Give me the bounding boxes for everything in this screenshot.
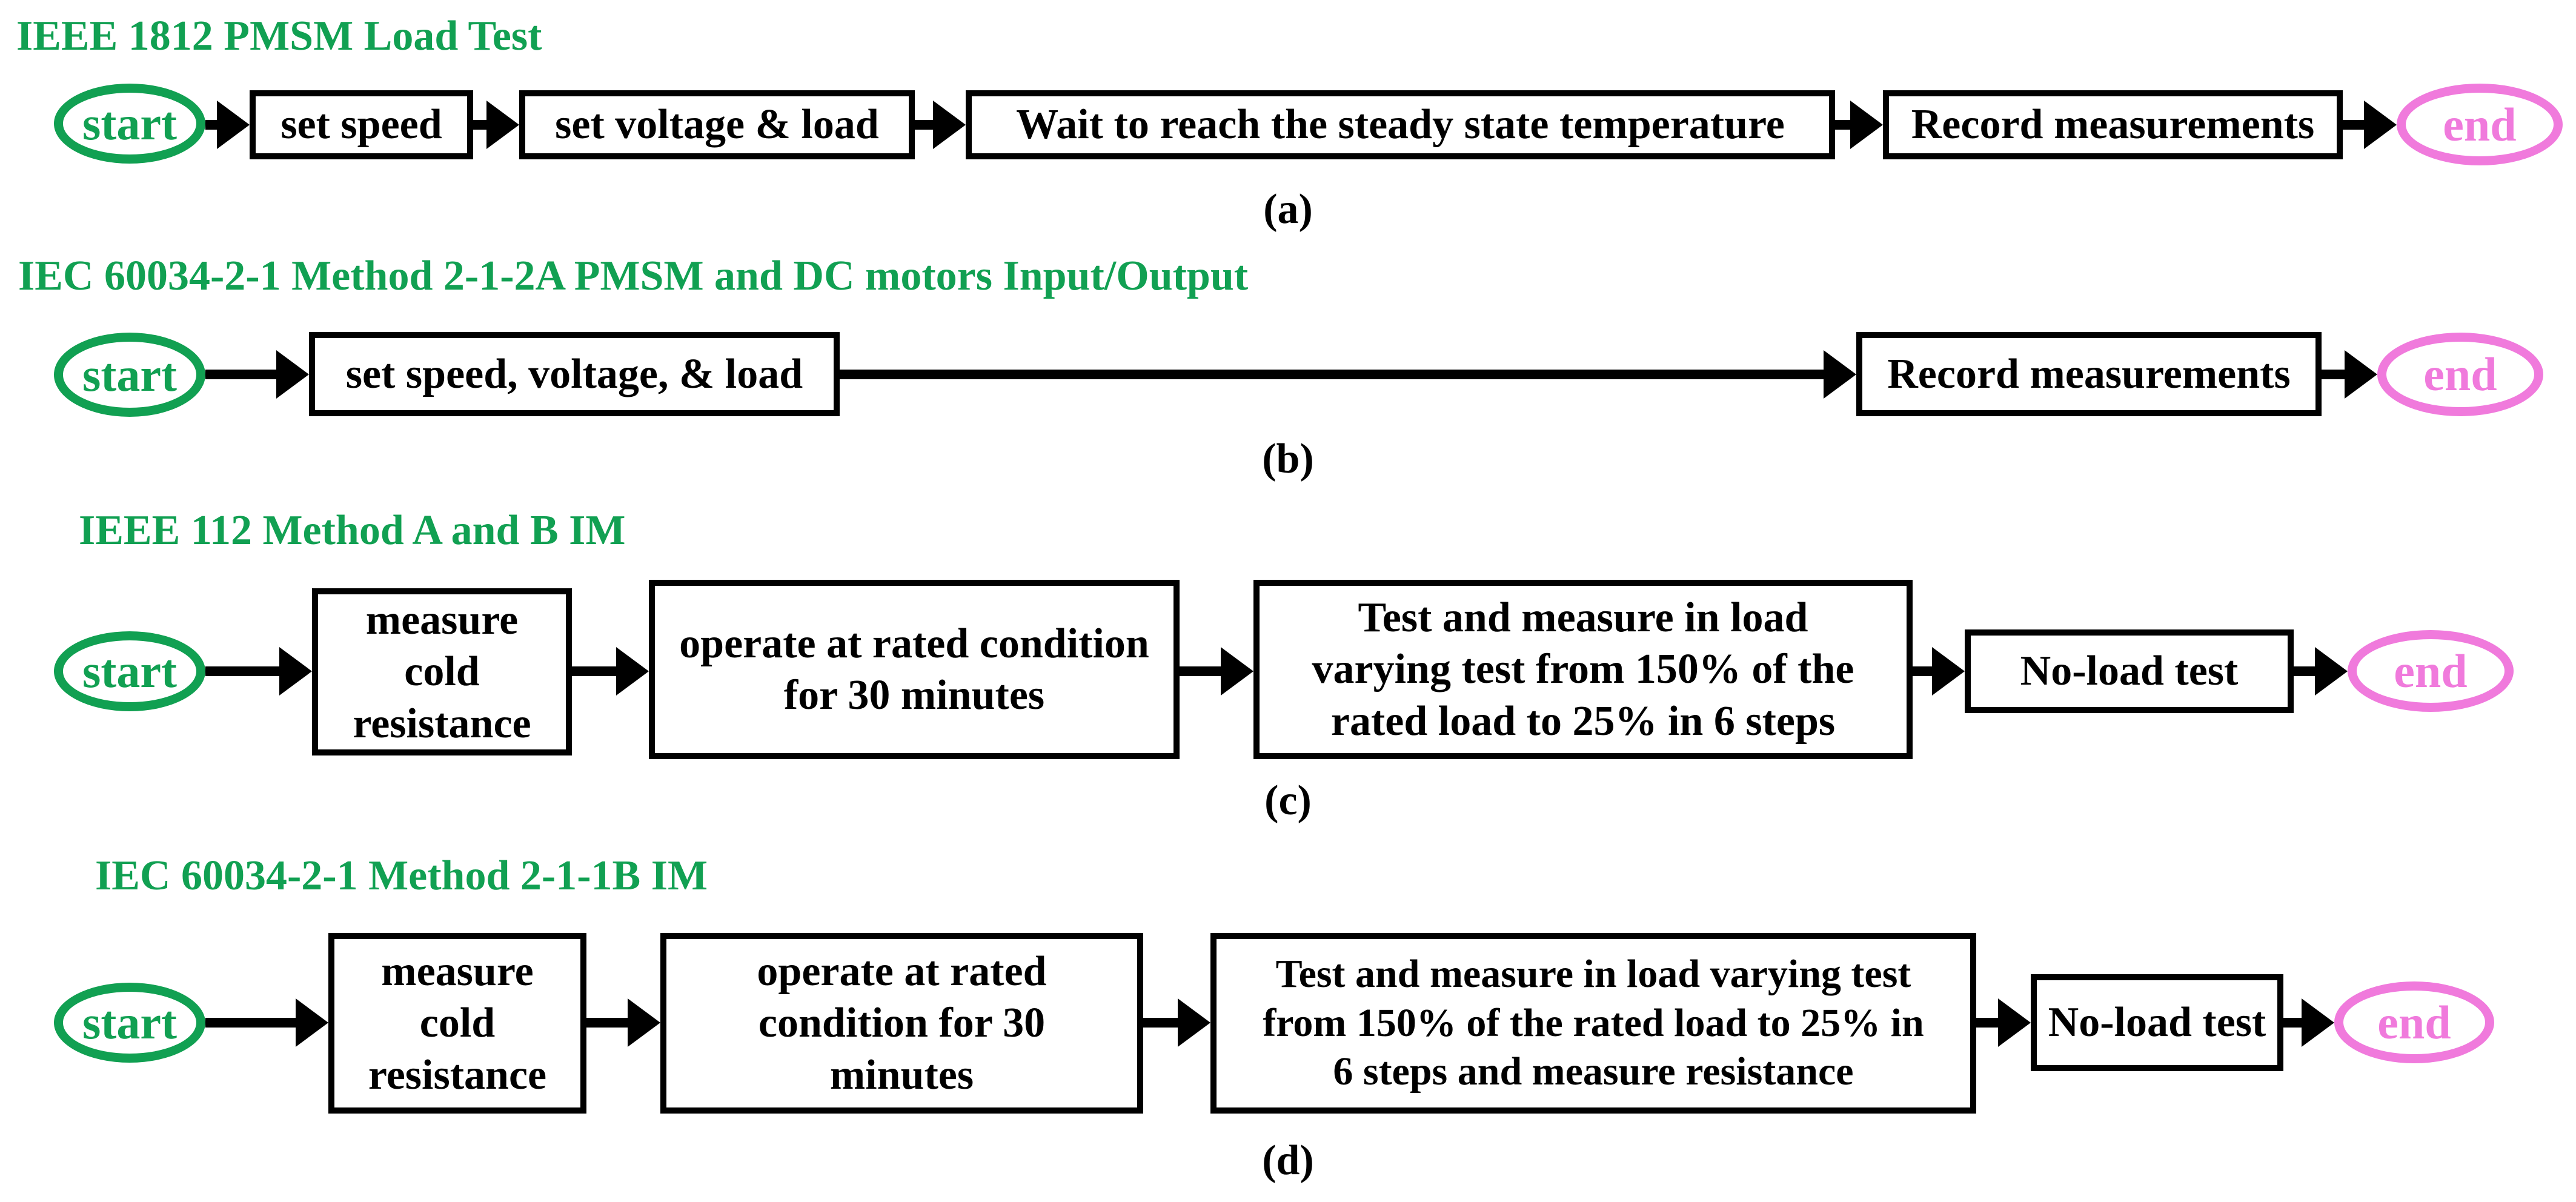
arrowhead-icon bbox=[933, 101, 966, 149]
arrowhead-icon bbox=[1178, 998, 1210, 1047]
arrowhead-icon bbox=[2315, 647, 2348, 696]
flow-d-arrow-3 bbox=[1143, 998, 1210, 1047]
flow-c-arrow-5 bbox=[2294, 647, 2348, 696]
arrowhead-icon bbox=[2364, 101, 2397, 149]
arrow-shaft bbox=[205, 370, 282, 379]
flow-d-title: IEC 60034-2-1 Method 2-1-1B IM bbox=[95, 852, 708, 899]
arrowhead-icon bbox=[2302, 998, 2334, 1047]
flow-c-arrow-3 bbox=[1180, 647, 1253, 696]
flow-a-start-node: start bbox=[54, 84, 205, 164]
end-label: end bbox=[2394, 644, 2468, 697]
flow-a-arrow-3 bbox=[915, 101, 966, 149]
end-label: end bbox=[2377, 995, 2451, 1049]
flow-d-start-node: start bbox=[54, 983, 205, 1063]
arrowhead-icon bbox=[1824, 350, 1856, 399]
start-label: start bbox=[82, 97, 177, 150]
flow-c-step-operate-rated-condition: operate at rated condition for 30 minute… bbox=[649, 580, 1180, 759]
arrow-shaft bbox=[2294, 666, 2321, 676]
start-label: start bbox=[82, 645, 177, 697]
flow-a-caption: (a) bbox=[1263, 186, 1313, 233]
flow-b-start-node: start bbox=[54, 333, 205, 417]
end-label: end bbox=[2423, 348, 2497, 400]
flow-d-step-operate-rated-condition: operate at rated condition for 30 minute… bbox=[660, 933, 1143, 1114]
start-label: start bbox=[82, 348, 177, 401]
arrowhead-icon bbox=[1998, 998, 2031, 1047]
flow-c-step-measure-cold-resistance: measure cold resistance bbox=[312, 588, 572, 755]
flow-a-step-wait-steady-state: Wait to reach the steady state temperatu… bbox=[966, 90, 1835, 159]
flow-b-arrow-1 bbox=[205, 350, 309, 399]
flow-a-arrow-4 bbox=[1835, 101, 1883, 149]
flow-d-arrow-1 bbox=[205, 998, 328, 1047]
flow-c-arrow-2 bbox=[572, 647, 649, 696]
arrow-shaft bbox=[1180, 666, 1227, 676]
flow-d-arrow-5 bbox=[2283, 998, 2334, 1047]
arrow-shaft bbox=[1976, 1018, 2004, 1028]
flow-a-step-record-measurements: Record measurements bbox=[1883, 90, 2343, 159]
flow-a-step-set-voltage-load: set voltage & load bbox=[519, 90, 915, 159]
flow-a-arrow-2 bbox=[473, 101, 519, 149]
flow-b-step-set-speed-voltage-load: set speed, voltage, & load bbox=[309, 332, 840, 416]
arrow-shaft bbox=[2343, 120, 2370, 130]
flow-c-arrow-1 bbox=[205, 647, 312, 696]
flow-c-step-load-varying-test: Test and measure in load varying test fr… bbox=[1253, 580, 1913, 759]
arrowhead-icon bbox=[217, 101, 250, 149]
flow-c-end-node: end bbox=[2348, 630, 2514, 712]
arrow-shaft bbox=[586, 1018, 634, 1028]
arrowhead-icon bbox=[1850, 101, 1883, 149]
arrowhead-icon bbox=[1932, 647, 1965, 696]
arrow-shaft bbox=[572, 666, 622, 676]
arrowhead-icon bbox=[616, 647, 649, 696]
flow-c-step-no-load-test: No-load test bbox=[1965, 629, 2294, 713]
arrow-shaft bbox=[2322, 370, 2351, 379]
flow-d-end-node: end bbox=[2334, 981, 2494, 1063]
flow-d-caption: (d) bbox=[1262, 1137, 1314, 1184]
arrow-shaft bbox=[840, 370, 1830, 379]
flow-b-title: IEC 60034-2-1 Method 2-1-2A PMSM and DC … bbox=[18, 253, 1249, 299]
flow-a-arrow-1 bbox=[205, 101, 250, 149]
arrow-shaft bbox=[1913, 666, 1938, 676]
flow-d-step-no-load-test: No-load test bbox=[2031, 974, 2283, 1071]
flow-b-arrow-3 bbox=[2322, 350, 2377, 399]
arrow-shaft bbox=[1143, 1018, 1184, 1028]
arrowhead-icon bbox=[276, 350, 309, 399]
arrow-shaft bbox=[205, 1018, 302, 1028]
flow-b-step-record-measurements: Record measurements bbox=[1856, 332, 2322, 416]
flow-a-title: IEEE 1812 PMSM Load Test bbox=[16, 13, 542, 59]
arrowhead-icon bbox=[296, 998, 328, 1047]
arrow-shaft bbox=[205, 666, 285, 676]
flow-c-title: IEEE 112 Method A and B IM bbox=[79, 507, 626, 554]
flow-d-step-load-varying-test: Test and measure in load varying test fr… bbox=[1210, 933, 1976, 1114]
flow-d-arrow-4 bbox=[1976, 998, 2031, 1047]
flow-c-caption: (c) bbox=[1264, 777, 1312, 824]
flow-b-end-node: end bbox=[2377, 333, 2543, 416]
start-label: start bbox=[82, 996, 177, 1049]
flow-d-step-measure-cold-resistance: measure cold resistance bbox=[328, 933, 586, 1114]
flow-b-arrow-2 bbox=[840, 350, 1856, 399]
end-label: end bbox=[2443, 98, 2517, 151]
arrowhead-icon bbox=[279, 647, 312, 696]
arrowhead-icon bbox=[628, 998, 660, 1047]
flow-a-step-set-speed: set speed bbox=[250, 90, 473, 159]
flow-b-caption: (b) bbox=[1262, 436, 1314, 482]
arrowhead-icon bbox=[486, 101, 519, 149]
flow-a-arrow-5 bbox=[2343, 101, 2397, 149]
arrowhead-icon bbox=[1221, 647, 1253, 696]
arrowhead-icon bbox=[2345, 350, 2377, 399]
flow-c-arrow-4 bbox=[1913, 647, 1965, 696]
flow-c-start-node: start bbox=[54, 631, 205, 711]
flow-a-end-node: end bbox=[2397, 84, 2563, 165]
flow-d-arrow-2 bbox=[586, 998, 660, 1047]
